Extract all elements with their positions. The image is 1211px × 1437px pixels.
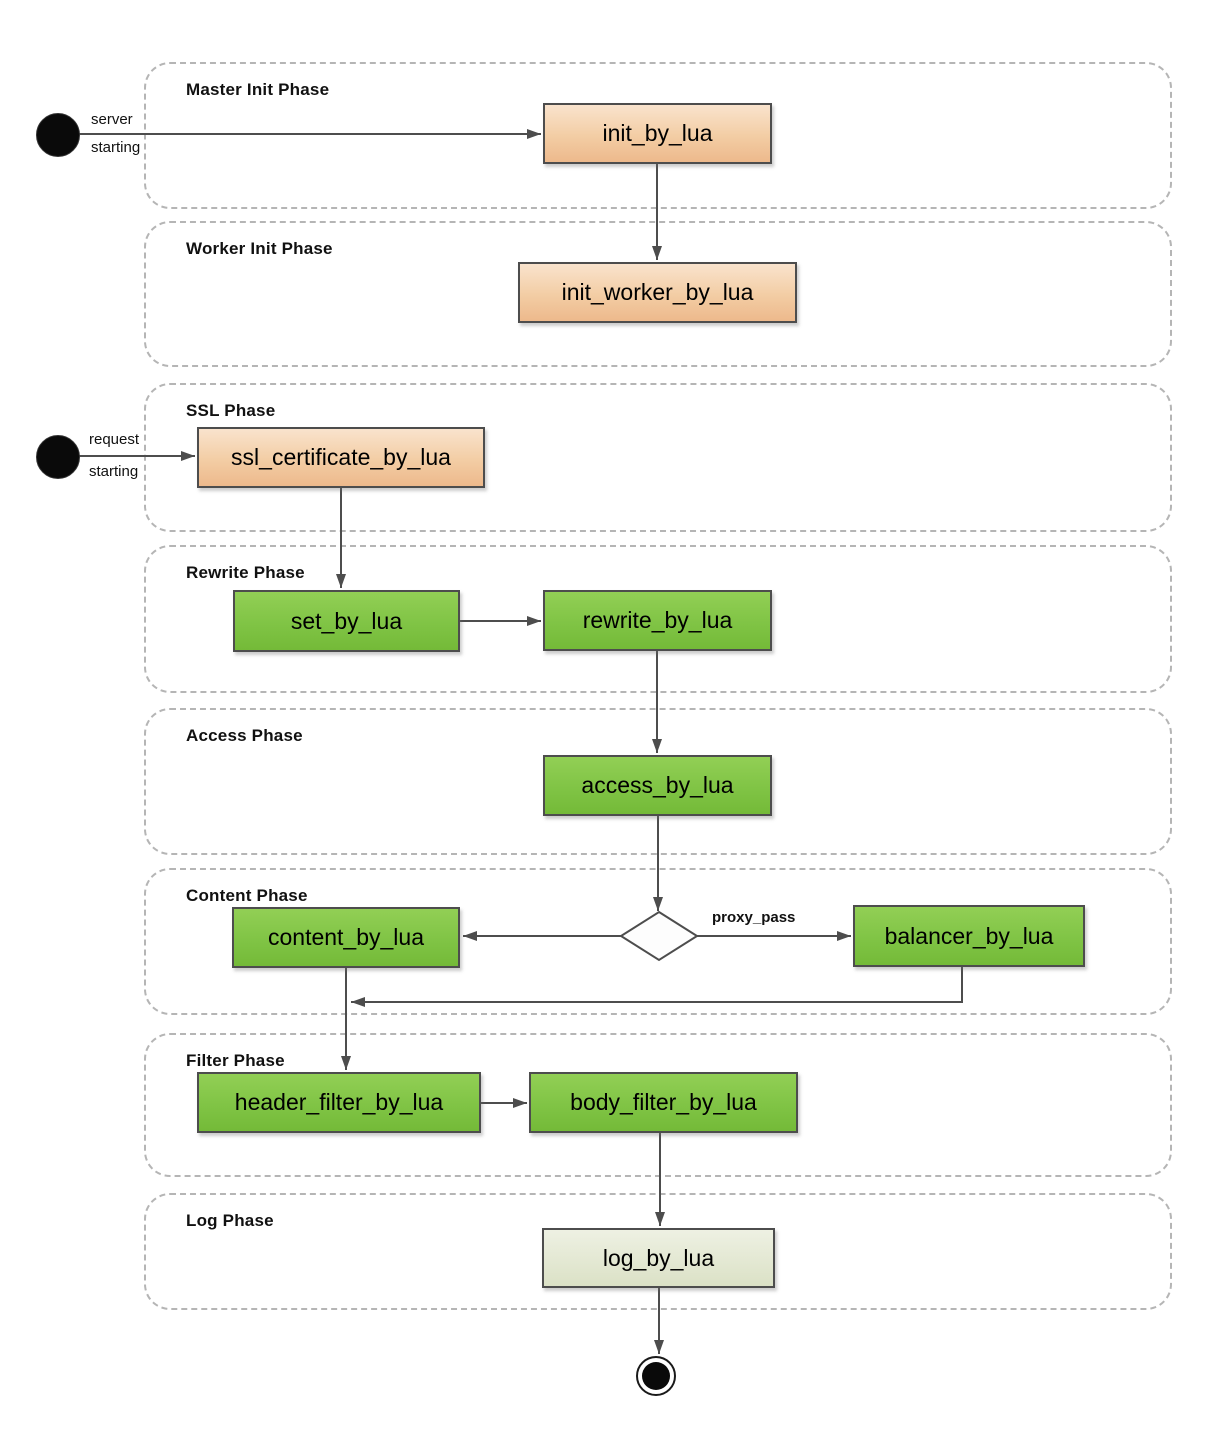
label-request-starting: starting	[89, 463, 139, 480]
phase-access-label: Access Phase	[186, 726, 303, 745]
node-balancer-by-lua: balancer_by_lua	[853, 905, 1085, 967]
start-node-server	[36, 113, 80, 157]
phase-rewrite-label: Rewrite Phase	[186, 563, 305, 582]
edge-balancer-return	[351, 967, 963, 1007]
phase-master-init-label: Master Init Phase	[186, 80, 330, 99]
phase-filter-label: Filter Phase	[186, 1051, 285, 1070]
label-server-starting: starting	[91, 139, 141, 156]
node-ssl-certificate-by-lua: ssl_certificate_by_lua	[197, 427, 485, 488]
node-access-by-lua: access_by_lua	[543, 755, 772, 816]
end-node	[636, 1356, 676, 1396]
node-rewrite-by-lua: rewrite_by_lua	[543, 590, 772, 651]
node-init-by-lua: init_by_lua	[543, 103, 772, 164]
decision-diamond	[619, 910, 699, 962]
node-set-by-lua: set_by_lua	[233, 590, 460, 652]
node-log-by-lua: log_by_lua	[542, 1228, 775, 1288]
phase-log-label: Log Phase	[186, 1211, 274, 1230]
node-content-by-lua: content_by_lua	[232, 907, 460, 968]
label-request: request	[89, 431, 140, 448]
label-proxy-pass: proxy_pass	[712, 909, 796, 926]
node-init-worker-by-lua: init_worker_by_lua	[518, 262, 797, 323]
label-server: server	[91, 111, 133, 128]
node-body-filter-by-lua: body_filter_by_lua	[529, 1072, 798, 1133]
start-node-request	[36, 435, 80, 479]
phase-ssl-label: SSL Phase	[186, 401, 276, 420]
phase-worker-init-label: Worker Init Phase	[186, 239, 333, 258]
node-header-filter-by-lua: header_filter_by_lua	[197, 1072, 481, 1133]
phase-content-label: Content Phase	[186, 886, 308, 905]
